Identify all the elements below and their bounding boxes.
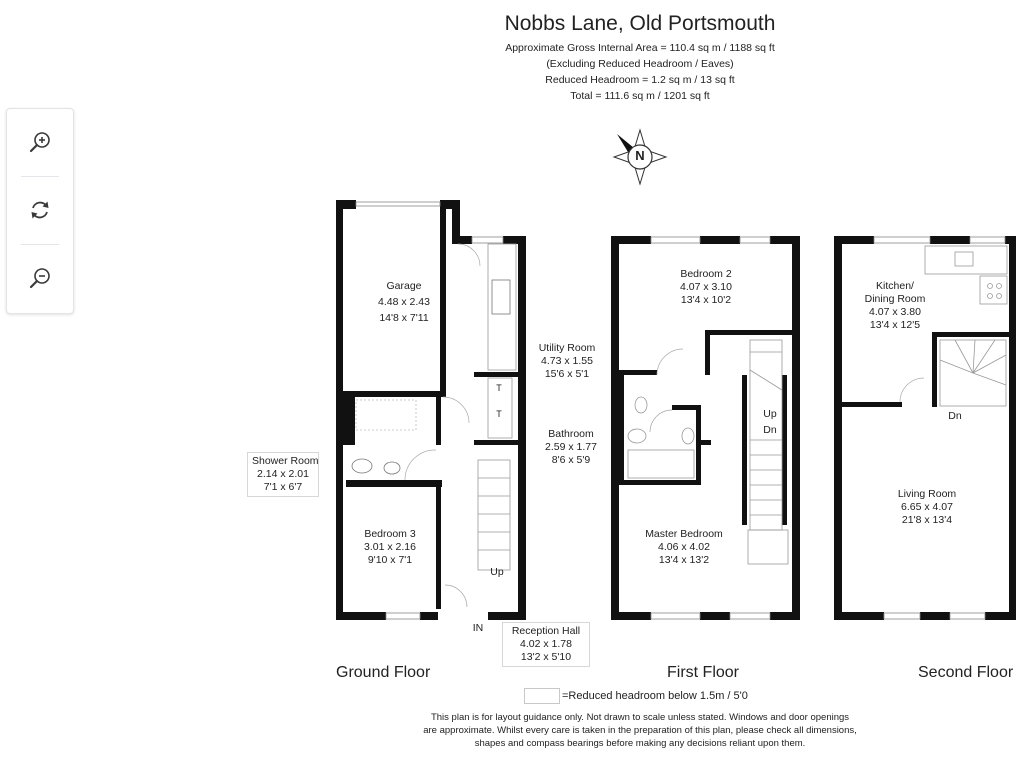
room-imperial: 13'2 x 5'10 <box>520 651 572 663</box>
room-name: Utility Room <box>538 342 596 354</box>
room-metric: 4.06 x 4.02 <box>658 541 710 553</box>
stairs-down-label: Dn <box>763 424 777 436</box>
room-name: Bathroom <box>548 428 594 440</box>
room-metric: 4.73 x 1.55 <box>541 355 593 367</box>
room-name: Reception Hall <box>511 625 581 637</box>
room-name: Dining Room <box>864 293 926 305</box>
total-area-text: Total = 111.6 sq m / 1201 sq ft <box>570 90 710 102</box>
room-imperial: 8'6 x 5'9 <box>551 454 591 466</box>
room-name: Master Bedroom <box>645 528 723 540</box>
zoom-out-button[interactable] <box>7 245 73 311</box>
room-name: Bedroom 3 <box>364 528 416 540</box>
rotate-button[interactable] <box>7 177 73 243</box>
second-floor-walls <box>834 236 1016 620</box>
room-imperial: 9'10 x 7'1 <box>367 554 413 566</box>
room-metric: 3.01 x 2.16 <box>364 541 416 553</box>
stairs-up-label: Up <box>763 408 777 420</box>
room-name: Shower Room <box>252 455 319 467</box>
legend: =Reduced headroom below 1.5m / 5'0 <box>524 688 748 704</box>
room-living-room: Living Room 6.65 x 4.07 21'8 x 13'4 <box>884 488 970 527</box>
plan-title: Nobbs Lane, Old Portsmouth <box>504 12 776 35</box>
ground-floor-walls <box>336 200 526 620</box>
room-imperial: 15'6 x 5'1 <box>544 368 590 380</box>
room-metric: 4.48 x 2.43 <box>378 296 430 308</box>
room-metric: 6.65 x 4.07 <box>901 501 953 513</box>
zoom-in-button[interactable] <box>7 109 73 175</box>
room-bedroom-2: Bedroom 2 4.07 x 3.10 13'4 x 10'2 <box>664 268 748 307</box>
room-metric: 4.02 x 1.78 <box>520 638 572 650</box>
room-utility: Utility Room 4.73 x 1.55 15'6 x 5'1 <box>528 342 606 381</box>
gross-area-text: Approximate Gross Internal Area = 110.4 … <box>505 42 775 54</box>
rotate-icon <box>31 201 49 219</box>
toilet-label: T <box>496 409 502 419</box>
zoom-in-icon <box>29 132 50 153</box>
room-bedroom-3: Bedroom 3 3.01 x 2.16 9'10 x 7'1 <box>350 528 430 567</box>
toilet-label: T <box>496 383 502 393</box>
room-imperial: 13'4 x 10'2 <box>680 294 732 306</box>
disclaimer-line-1: This plan is for layout guidance only. N… <box>430 712 850 723</box>
excluding-text: (Excluding Reduced Headroom / Eaves) <box>546 58 734 70</box>
room-master-bedroom: Master Bedroom 4.06 x 4.02 13'4 x 13'2 <box>632 528 736 567</box>
disclaimer-line-2: are approximate. Whilst every care is ta… <box>423 725 857 736</box>
room-shower: Shower Room 2.14 x 2.01 7'1 x 6'7 <box>247 452 319 497</box>
floor-label-first: First Floor <box>667 664 739 681</box>
room-reception-hall: Reception Hall 4.02 x 1.78 13'2 x 5'10 <box>502 622 590 667</box>
room-imperial: 7'1 x 6'7 <box>263 481 303 493</box>
room-garage: Garage 4.48 x 2.43 14'8 x 7'11 <box>364 280 444 325</box>
floor-label-second: Second Floor <box>918 664 1014 681</box>
stairs-down-label: Dn <box>948 410 962 422</box>
room-name: Bedroom 2 <box>680 268 732 280</box>
legend-swatch <box>524 688 560 704</box>
room-metric: 2.59 x 1.77 <box>545 441 597 453</box>
room-imperial: 14'8 x 7'11 <box>379 312 429 324</box>
room-name: Garage <box>386 280 422 292</box>
disclaimer-line-3: shapes and compass bearings before makin… <box>474 738 806 749</box>
room-name: Living Room <box>897 488 957 500</box>
zoom-toolbar <box>6 108 74 314</box>
compass-north-label: N <box>635 148 645 163</box>
room-imperial: 13'4 x 13'2 <box>658 554 710 566</box>
room-metric: 2.14 x 2.01 <box>257 468 309 480</box>
room-kitchen-dining: Kitchen/ Dining Room 4.07 x 3.80 13'4 x … <box>852 280 938 332</box>
compass-icon <box>612 128 668 186</box>
room-bathroom: Bathroom 2.59 x 1.77 8'6 x 5'9 <box>538 428 604 467</box>
reduced-headroom-text: Reduced Headroom = 1.2 sq m / 13 sq ft <box>545 74 735 86</box>
room-metric: 4.07 x 3.80 <box>869 306 921 318</box>
first-floor-walls <box>611 236 800 620</box>
room-imperial: 21'8 x 13'4 <box>901 514 953 526</box>
entrance-label: IN <box>472 622 484 634</box>
stairs-up-label: Up <box>490 566 504 578</box>
legend-text: =Reduced headroom below 1.5m / 5'0 <box>562 690 748 702</box>
room-name: Kitchen/ <box>876 280 914 292</box>
room-imperial: 13'4 x 12'5 <box>869 319 921 331</box>
room-metric: 4.07 x 3.10 <box>680 281 732 293</box>
zoom-out-icon <box>29 268 50 289</box>
floor-label-ground: Ground Floor <box>336 664 431 681</box>
